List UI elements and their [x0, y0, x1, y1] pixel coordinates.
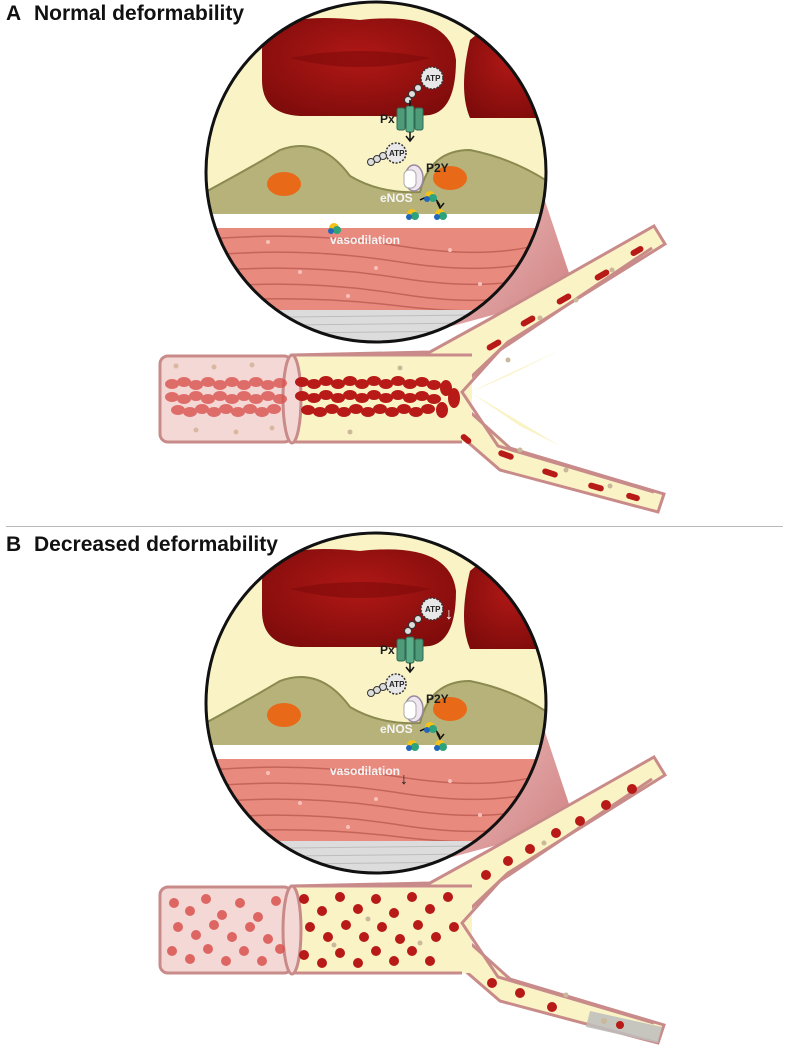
panel-a-title: A Normal deformability: [6, 2, 244, 26]
endothelial-cell: [206, 145, 546, 216]
panel-a-letter: A: [6, 2, 22, 25]
panel-a-illustration: Px ATP ATP P: [158, 0, 668, 514]
panel-a-normal-deformability: A Normal deformability: [0, 0, 789, 520]
no-molecule: [434, 740, 447, 751]
atp-top-label: ATP: [425, 74, 441, 83]
no-molecule: [328, 223, 341, 234]
vasodilation-arrow: ↓: [400, 771, 408, 788]
red-blood-cell: [262, 18, 456, 117]
no-molecule: [434, 209, 447, 220]
atp-molecule-mid: [367, 142, 407, 166]
magnifier-border: [204, 531, 548, 875]
nucleus: [267, 172, 301, 196]
panel-b-title: B Decreased deformability: [6, 533, 278, 557]
panel-divider: [6, 526, 783, 527]
atp-molecule-top: [404, 597, 444, 635]
nucleus: [433, 697, 467, 721]
panel-b-decreased-deformability: B Decreased deformability: [0, 531, 789, 1051]
no-molecule: [406, 209, 419, 220]
blood-vessel-stiff: [158, 754, 668, 1045]
pannexin-channel: [396, 105, 424, 133]
nucleus: [433, 166, 467, 190]
vasodilation-label: vasodilation: [330, 233, 400, 247]
p2y-receptor: [403, 164, 424, 192]
atp-release-arrow: ↓: [445, 606, 453, 623]
px-label: Px: [380, 643, 395, 657]
p2y-label: P2Y: [426, 692, 449, 706]
px-label: Px: [380, 112, 395, 126]
p2y-label: P2Y: [426, 161, 449, 175]
panel-b-illustration: Px ATP ATP P2Y eNOS: [158, 531, 668, 1045]
magnifier-border: [204, 0, 548, 344]
enos-label: eNOS: [380, 191, 413, 205]
no-molecule: [424, 722, 437, 733]
atp-mid-label: ATP: [389, 680, 405, 689]
atp-molecule-mid: [367, 673, 407, 697]
panel-b-letter: B: [6, 533, 22, 556]
atp-molecule-top: [404, 66, 444, 104]
enos-label: eNOS: [380, 722, 413, 736]
magnified-endothelium-view: Px ATP ATP P2Y eNOS: [204, 531, 548, 875]
atp-top-label: ATP: [425, 605, 441, 614]
red-blood-cell: [262, 549, 456, 648]
panel-b-title-text: Decreased deformability: [34, 533, 278, 556]
p2y-receptor: [403, 695, 424, 723]
nucleus: [267, 703, 301, 727]
blood-vessel-normal: [158, 223, 668, 514]
atp-mid-label: ATP: [389, 149, 405, 158]
pannexin-channel: [396, 636, 424, 664]
endothelial-cell: [206, 676, 546, 747]
panel-a-title-text: Normal deformability: [34, 2, 245, 25]
no-molecule: [406, 740, 419, 751]
vasodilation-label: vasodilation: [330, 764, 400, 778]
no-molecule: [424, 191, 437, 202]
